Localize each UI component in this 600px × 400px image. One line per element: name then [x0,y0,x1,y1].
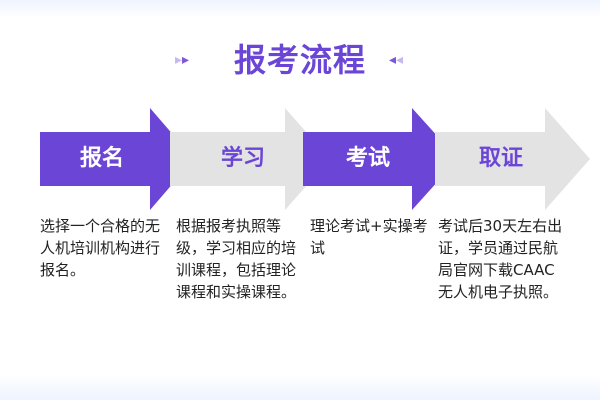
step-arrow-2 [170,108,330,210]
step-label-register: 报名 [79,146,124,171]
step-arrow-4 [435,108,590,210]
decorative-arrows-left-icon: ▸▸ [175,52,190,68]
step-arrow-3 [303,108,458,210]
page-title: 报考流程 [233,41,366,79]
step-arrow-1 [40,108,194,210]
decorative-arrows-right-icon: ◂◂ [389,52,404,68]
step-description-exam: 理论考试+实操考试 [310,217,428,257]
step-description-register: 选择一个合格的无人机培训机构进行报名。 [40,217,161,279]
step-description-certificate: 考试后30天左右出证，学员通过民航局官网下载CAAC无人机电子执照。 [438,217,563,301]
step-description-study: 根据报考执照等级，学习相应的培训课程，包括理论课程和实操课程。 [176,217,297,301]
step-label-certificate: 取证 [478,146,523,171]
step-label-exam: 考试 [345,146,390,171]
step-label-study: 学习 [220,146,265,171]
title-area: ▸▸ 报考流程 ◂◂ [0,38,600,82]
